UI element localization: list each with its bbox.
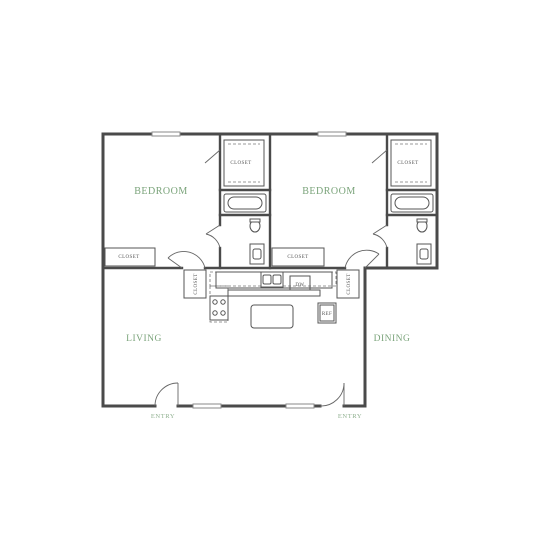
dishwasher-label: DW — [295, 283, 304, 288]
entry-right-label: ENTRY — [338, 413, 362, 420]
closet-right-top-label: CLOSET — [397, 161, 418, 166]
closet-left-top-label: CLOSET — [230, 161, 251, 166]
living-label: LIVING — [126, 334, 162, 344]
closet-right-bottom-label: CLOSET — [287, 255, 308, 260]
refrigerator-label: REF — [322, 312, 332, 317]
bedroom-left-label: BEDROOM — [134, 186, 188, 197]
closet-kitchen-right-label: CLOSET — [347, 273, 352, 294]
top-closets — [223, 139, 432, 187]
door-swings — [154, 149, 388, 407]
bedroom-right-label: BEDROOM — [302, 186, 356, 197]
dining-label: DINING — [374, 334, 411, 344]
bathroom-fixtures — [223, 193, 434, 265]
kitchen — [209, 271, 337, 329]
closet-left-bottom-label: CLOSET — [118, 255, 139, 260]
windows — [151, 131, 347, 409]
closet-kitchen-left-label: CLOSET — [194, 273, 199, 294]
interior-walls — [101, 132, 439, 299]
entry-left-label: ENTRY — [151, 413, 175, 420]
